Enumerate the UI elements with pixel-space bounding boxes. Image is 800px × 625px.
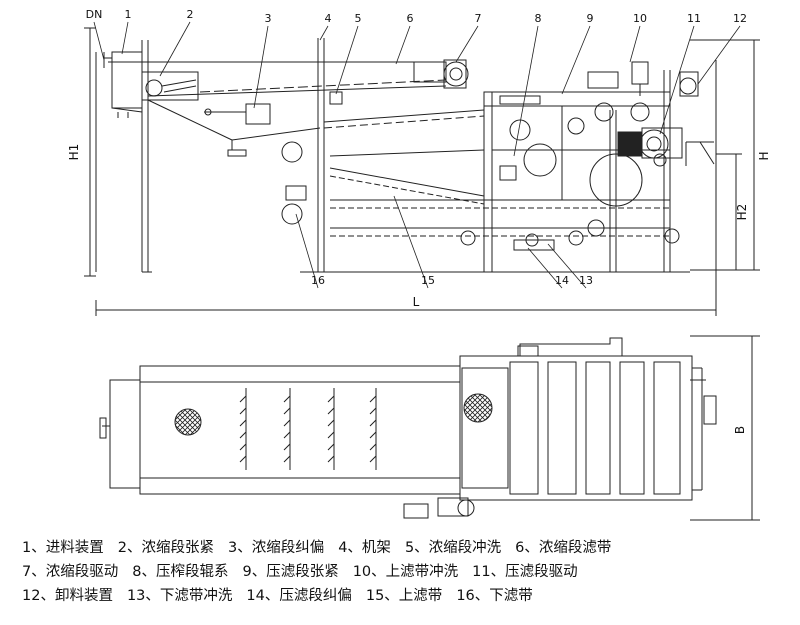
callout-number: 6 <box>407 12 414 25</box>
callout-leader <box>659 25 695 135</box>
callout-number: DN <box>86 8 103 21</box>
callout-number: 14 <box>555 274 569 287</box>
callout-number: 4 <box>325 12 332 25</box>
parts-legend: 1、进料装置 2、浓缩段张紧 3、浓缩段纠偏 4、机架 5、浓缩段冲洗 6、浓缩段滤带 7… <box>22 536 792 608</box>
callout-leader <box>393 195 429 289</box>
press-drive <box>617 127 683 159</box>
legend-item: 6、浓缩段滤带 <box>515 540 612 556</box>
dimension-lines-side <box>84 27 760 316</box>
dimension-label-b: B <box>733 426 747 434</box>
callout-number: 11 <box>687 12 701 25</box>
dimension-label-l: L <box>413 295 420 309</box>
callout-number: 3 <box>265 12 272 25</box>
legend-item: 1、进料装置 <box>22 540 104 556</box>
callout-number: 12 <box>733 12 747 25</box>
legend-item: 15、上滤带 <box>365 588 443 604</box>
discharge-unit <box>679 71 715 166</box>
legend-item: 7、浓缩段驱动 <box>22 564 119 580</box>
thickening-belt <box>108 61 485 157</box>
frame <box>95 38 690 273</box>
legend-item: 14、压滤段纠偏 <box>246 588 352 604</box>
callout-number: 15 <box>421 274 435 287</box>
callout-number: 8 <box>535 12 542 25</box>
thickening-drive <box>413 59 469 89</box>
callout-leader <box>93 21 105 61</box>
callout-leader <box>121 21 129 55</box>
legend-item: 16、下滤带 <box>456 588 533 604</box>
side-view <box>84 27 760 316</box>
callout-number: 1 <box>125 8 132 21</box>
callout-leader <box>527 247 563 289</box>
legend-row: 7、浓缩段驱动 8、压榨段辊系 9、压滤段张紧 10、上滤带冲洗 11、压滤段驱动 <box>22 560 792 584</box>
belt-tensioner <box>141 71 199 101</box>
dimension-label-h: H <box>757 151 771 160</box>
callout-leader <box>513 25 539 157</box>
callout-number: 2 <box>187 8 194 21</box>
callout-leader <box>455 25 479 63</box>
legend-item: 8、压榨段辊系 <box>132 564 229 580</box>
legend-item: 9、压滤段张紧 <box>242 564 339 580</box>
legend-row: 1、进料装置 2、浓缩段张紧 3、浓缩段纠偏 4、机架 5、浓缩段冲洗 6、浓缩段滤带 <box>22 536 792 560</box>
dimension-label-h1: H1 <box>67 144 81 161</box>
legend-item: 10、上滤带冲洗 <box>352 564 459 580</box>
top-view <box>99 335 760 521</box>
callout-number: 5 <box>355 12 362 25</box>
tracking-device <box>204 103 271 125</box>
lower-belt-rollers <box>281 141 307 225</box>
callout-number: 10 <box>633 12 647 25</box>
legend-item: 5、浓缩段冲洗 <box>404 540 502 556</box>
callout-leader <box>335 25 359 95</box>
legend-row: 12、卸料装置 13、下滤带冲洗 14、压滤段纠偏 15、上滤带 16、下滤带 <box>22 584 792 608</box>
legend-item: 12、卸料装置 <box>22 588 113 604</box>
legend-item: 13、下滤带冲洗 <box>126 588 233 604</box>
callout-leader <box>561 25 591 95</box>
press-table <box>403 337 717 519</box>
callout-leader <box>547 243 587 289</box>
thickening-table <box>99 365 461 495</box>
dimension-label-h2: H2 <box>735 204 749 221</box>
callout-leader <box>319 25 329 41</box>
callout-number: 7 <box>475 12 482 25</box>
callout-number: 9 <box>587 12 594 25</box>
wash-nozzle <box>329 91 343 105</box>
callout-number: 13 <box>579 274 593 287</box>
legend-item: 3、浓缩段纠偏 <box>227 540 325 556</box>
dimension-lines-top <box>690 335 760 521</box>
callout-leader <box>629 25 641 63</box>
callout-number: 16 <box>311 274 325 287</box>
callout-leader <box>697 25 741 85</box>
dimension-labels: H1 H H2L B <box>67 144 771 434</box>
legend-item: 2、浓缩段张紧 <box>117 540 214 556</box>
callout-leader <box>159 21 191 77</box>
callout-leader <box>253 25 269 109</box>
legend-item: 11、压滤段驱动 <box>472 564 578 580</box>
callout-leader <box>395 25 411 65</box>
legend-item: 4、机架 <box>338 540 391 556</box>
callout-leader <box>295 213 319 289</box>
